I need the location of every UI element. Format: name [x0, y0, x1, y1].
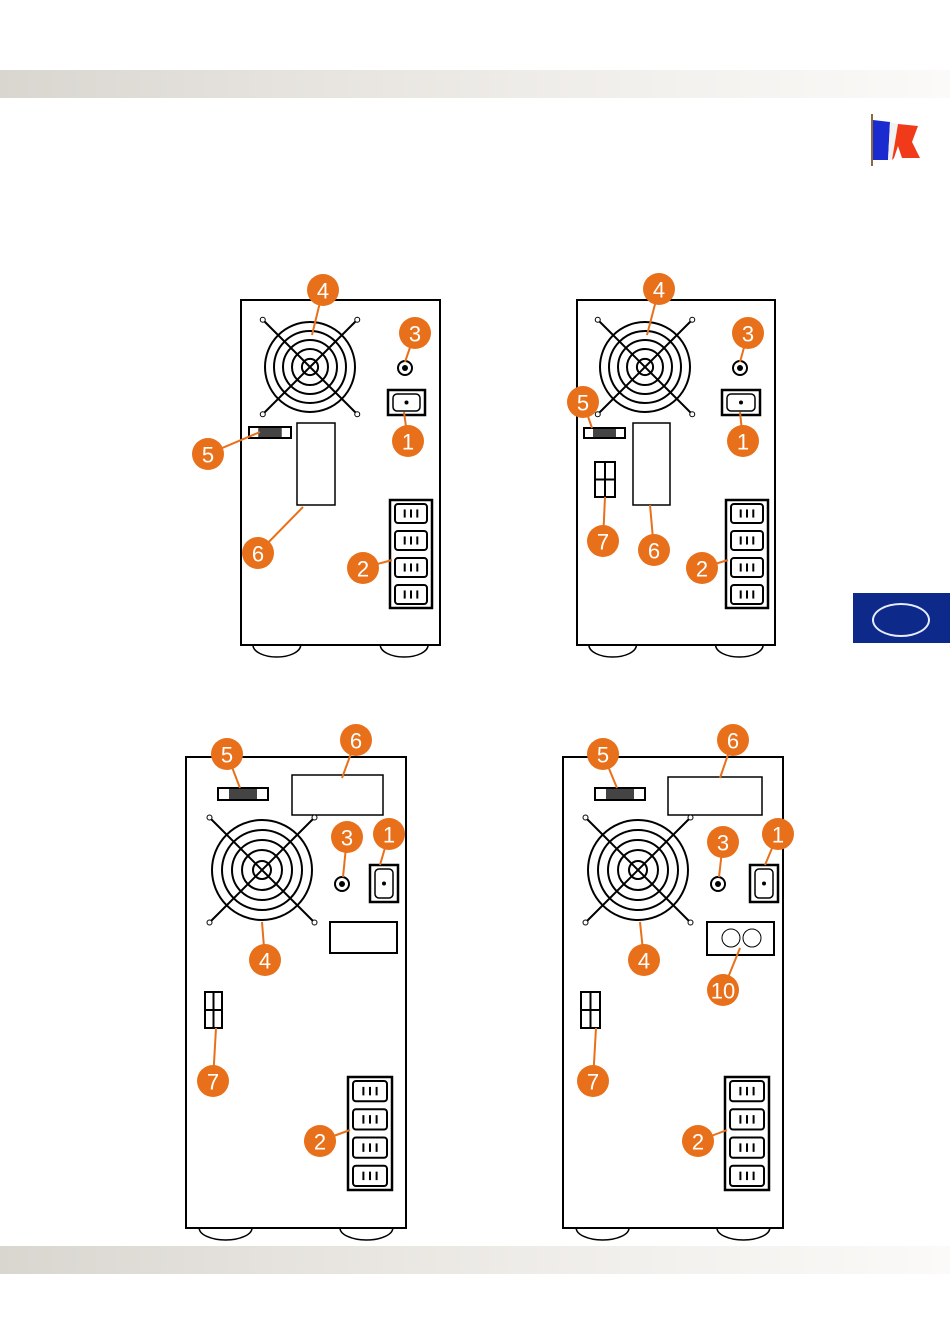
battery-connector-icon	[594, 461, 616, 498]
callout-number: 1	[402, 430, 414, 455]
callout-number: 5	[597, 743, 609, 768]
dc-input-plate	[706, 921, 775, 956]
callout-number: 1	[737, 430, 749, 455]
callout-number: 5	[202, 443, 214, 468]
rear-panel-d: 5 6 3 1 4 10 7 2	[562, 724, 794, 1241]
serial-port-icon	[583, 427, 626, 439]
callout-4: 4	[643, 273, 675, 336]
callout-number: 4	[653, 278, 665, 303]
callout-number: 2	[357, 557, 369, 582]
snmp-slot-icon	[291, 774, 384, 816]
rear-panel-a: 4 3 1 5 6 2	[192, 274, 441, 658]
snmp-slot-icon	[667, 776, 763, 816]
callout-number: 1	[772, 823, 784, 848]
fan-icon	[206, 814, 318, 926]
callout-5: 5	[567, 386, 599, 429]
callout-5: 5	[211, 738, 243, 789]
ac-inlet-icon	[720, 388, 762, 417]
callout-number: 2	[314, 1130, 326, 1155]
breaker-icon	[334, 876, 350, 892]
output-outlets-icon	[724, 498, 770, 610]
blank-plate	[329, 921, 398, 954]
snmp-slot-icon	[632, 422, 671, 506]
oval-icon	[872, 603, 930, 637]
flag-logo-icon	[871, 114, 920, 166]
callout-number: 3	[409, 322, 421, 347]
callout-number: 6	[252, 542, 264, 567]
callout-number: 3	[717, 831, 729, 856]
callout-1: 1	[373, 818, 405, 866]
callout-4: 4	[628, 921, 660, 976]
callout-6: 6	[242, 506, 304, 569]
callout-number: 6	[648, 539, 660, 564]
callout-number: 3	[341, 826, 353, 851]
callout-5: 5	[192, 431, 261, 470]
callout-number: 5	[577, 391, 589, 416]
breaker-icon	[397, 360, 413, 376]
callout-number: 4	[317, 279, 329, 304]
breaker-icon	[732, 360, 748, 376]
output-outlets-icon	[346, 1075, 394, 1192]
callout-4: 4	[249, 921, 281, 976]
callout-6: 6	[717, 724, 749, 779]
fan-icon	[582, 814, 694, 926]
callout-2: 2	[304, 1125, 351, 1157]
snmp-slot-icon	[296, 422, 336, 506]
callout-number: 4	[259, 949, 271, 974]
callout-number: 6	[350, 729, 362, 754]
breaker-icon	[710, 876, 726, 892]
callout-number: 2	[692, 1130, 704, 1155]
ac-inlet-icon	[748, 863, 780, 904]
callout-number: 4	[638, 949, 650, 974]
callout-2: 2	[682, 1125, 728, 1157]
callout-7: 7	[577, 1027, 609, 1097]
callout-number: 7	[587, 1070, 599, 1095]
callout-number: 2	[696, 557, 708, 582]
callout-4: 4	[307, 274, 339, 336]
battery-connector-icon	[204, 991, 223, 1029]
rear-panel-c: 5 6 3 1 4 7 2	[185, 724, 407, 1241]
callout-10: 10	[707, 947, 741, 1006]
language-tab[interactable]	[853, 593, 950, 643]
callout-number: 3	[742, 322, 754, 347]
callout-7: 7	[197, 1027, 229, 1097]
callout-2: 2	[686, 552, 729, 584]
ac-inlet-icon	[368, 863, 400, 904]
callout-7: 7	[587, 496, 619, 557]
ac-inlet-icon	[386, 388, 427, 417]
callout-number: 7	[597, 530, 609, 555]
output-outlets-icon	[388, 498, 434, 610]
callout-3: 3	[399, 317, 431, 363]
callout-number: 6	[727, 729, 739, 754]
battery-connector-icon	[580, 991, 601, 1029]
rear-panel-b: 4 3 5 1 7 6 2	[567, 273, 776, 658]
callout-2: 2	[347, 552, 393, 584]
callout-3: 3	[732, 317, 764, 363]
callout-1: 1	[727, 411, 759, 457]
serial-port-icon	[248, 426, 292, 439]
callout-1: 1	[392, 411, 424, 457]
callout-number: 7	[207, 1070, 219, 1095]
serial-port-icon	[217, 787, 269, 801]
fan-icon	[594, 316, 696, 418]
callout-5: 5	[587, 738, 619, 789]
callout-number: 10	[711, 979, 735, 1004]
callout-number: 1	[383, 823, 395, 848]
callout-6: 6	[340, 724, 372, 779]
callout-3: 3	[331, 821, 363, 878]
callout-6: 6	[638, 504, 670, 566]
fan-icon	[259, 316, 361, 418]
header-band	[0, 70, 950, 98]
callout-1: 1	[762, 818, 794, 866]
output-outlets-icon	[723, 1075, 771, 1192]
footer-band	[0, 1246, 950, 1274]
serial-port-icon	[594, 787, 646, 801]
callout-3: 3	[707, 826, 739, 878]
callout-number: 5	[221, 743, 233, 768]
